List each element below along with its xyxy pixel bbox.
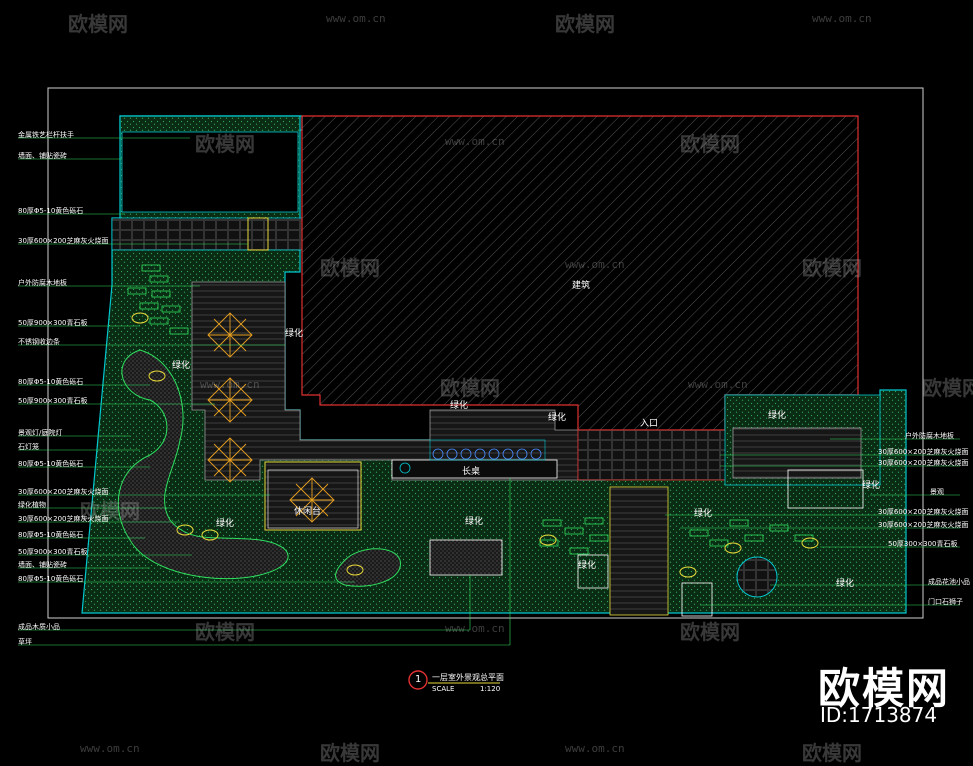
watermark-brand: 欧模网: [80, 499, 140, 523]
callout-label: 80厚Φ5-10黄色砾石: [18, 378, 84, 386]
stepping-stones: [127, 264, 814, 555]
building-label: 建筑: [572, 281, 591, 291]
callout-label: 80厚Φ5-10黄色砾石: [18, 207, 84, 215]
callout-label: 景观灯/庭院灯: [18, 429, 63, 437]
callout-label: 石灯笼: [18, 443, 39, 451]
watermark-url: www.om.cn: [688, 378, 748, 391]
green-label: 绿化: [836, 579, 855, 589]
landscape-rocks: [131, 312, 819, 578]
watermark-url: www.om.cn: [200, 378, 260, 391]
callout-label: 50厚900×300青石板: [18, 548, 88, 556]
entrance-steps: [609, 486, 669, 616]
watermark-url: www.om.cn: [326, 12, 386, 25]
railing-area: [121, 131, 299, 213]
callout-label: 墙面、铺贴瓷砖: [18, 152, 67, 160]
watermark-url: www.om.cn: [565, 258, 625, 271]
drawing-number: 1: [415, 674, 422, 685]
callout-label: 绿化植物: [18, 501, 46, 509]
callout-label: 户外防腐木地板: [18, 279, 67, 287]
callout-label: 30厚600×200芝麻灰火烧面: [878, 448, 969, 456]
callout-label: 30厚600×200芝麻灰火烧面: [878, 459, 969, 467]
green-label: 绿化: [548, 413, 567, 423]
callout-label: 门口石狮子: [928, 598, 963, 606]
water-feature: [429, 539, 503, 576]
granite-paving-strip: [111, 217, 303, 251]
umbrella-tables: [207, 312, 335, 523]
pavilion-label: 休闲台: [294, 507, 322, 517]
model-id: ID:1713874: [820, 703, 938, 727]
callout-label: 30厚600×200芝麻灰火烧面: [18, 237, 109, 245]
drawing-frame: [47, 87, 924, 619]
right-deck: [732, 427, 862, 479]
left-leader-lines: [18, 137, 511, 646]
watermark-url: www.om.cn: [812, 12, 872, 25]
watermark-url: www.om.cn: [445, 622, 505, 635]
pavilion-deck: [264, 461, 362, 531]
gravel-path: [117, 349, 289, 580]
entrance-paving: [577, 429, 727, 481]
watermark-brand: 欧模网: [555, 12, 615, 36]
callout-label: 30厚600×200芝麻灰火烧面: [18, 488, 109, 496]
green-label: 绿化: [694, 509, 713, 519]
watermark-url: www.om.cn: [565, 742, 625, 755]
watermark-brand: 欧模网: [195, 132, 255, 156]
callout-label: 30厚600×200芝麻灰火烧面: [878, 521, 969, 529]
watermark-brand: 欧模网: [680, 132, 740, 156]
watermark-brand: 欧模网: [320, 741, 380, 765]
callout-label: 50厚900×300青石板: [18, 397, 88, 405]
callout-label: 金属铁艺栏杆扶手: [18, 131, 74, 139]
watermark-brand: 欧模网: [680, 620, 740, 644]
drawing-number-marker: [408, 670, 428, 690]
brand-logo: 欧模网: [818, 664, 951, 713]
watermark-brand: 欧模网: [195, 620, 255, 644]
green-label: 绿化: [285, 329, 304, 339]
callout-label: 草坪: [18, 638, 32, 646]
building-footprint: [301, 115, 859, 431]
callout-label: 80厚Φ5-10黄色砾石: [18, 531, 84, 539]
green-label: 绿化: [578, 561, 597, 571]
watermark-url: www.om.cn: [445, 135, 505, 148]
callout-label: 墙面、铺贴瓷砖: [18, 561, 67, 569]
drawing-title: 一层室外景观总平面: [432, 673, 504, 682]
green-label: 绿化: [172, 361, 191, 371]
green-label: 绿化: [768, 411, 787, 421]
scale-label: SCALE: [432, 685, 455, 693]
green-label: 绿化: [450, 401, 469, 411]
callout-label: 成品花池小品: [928, 578, 970, 586]
bar-stools: [432, 448, 542, 460]
green-label: 绿化: [465, 517, 484, 527]
watermark-brand: 欧模网: [320, 256, 380, 280]
callout-label: 30厚600×200芝麻灰火烧面: [18, 515, 109, 523]
callout-label: 30厚600×200芝麻灰火烧面: [878, 508, 969, 516]
callout-label: 户外防腐木地板: [905, 432, 954, 440]
callout-label: 50厚900×300青石板: [18, 319, 88, 327]
long-table-label: 长桌: [462, 467, 481, 477]
green-label: 绿化: [216, 519, 235, 529]
callout-label: 50厚300×300青石板: [888, 540, 958, 548]
watermark-brand: 欧模网: [802, 741, 862, 765]
right-leader-lines: [665, 438, 960, 606]
round-planter: [736, 556, 778, 598]
callout-label: 成品木质小品: [18, 623, 60, 631]
callout-label: 不锈钢收边条: [18, 338, 60, 346]
callout-label: 景观: [930, 488, 944, 496]
watermark-brand: 欧模网: [440, 376, 500, 400]
callout-label: 80厚Φ5-10黄色砾石: [18, 575, 84, 583]
watermark-brand: 欧模网: [802, 256, 862, 280]
callout-label: 80厚Φ5-10黄色砾石: [18, 460, 84, 468]
green-label: 绿化: [862, 481, 881, 491]
watermark-url: www.om.cn: [80, 742, 140, 755]
watermark-brand: 欧模网: [922, 376, 973, 400]
watermark-brand: 欧模网: [68, 12, 128, 36]
scale-value: 1:120: [480, 685, 501, 693]
entrance-label: 入口: [640, 419, 659, 429]
